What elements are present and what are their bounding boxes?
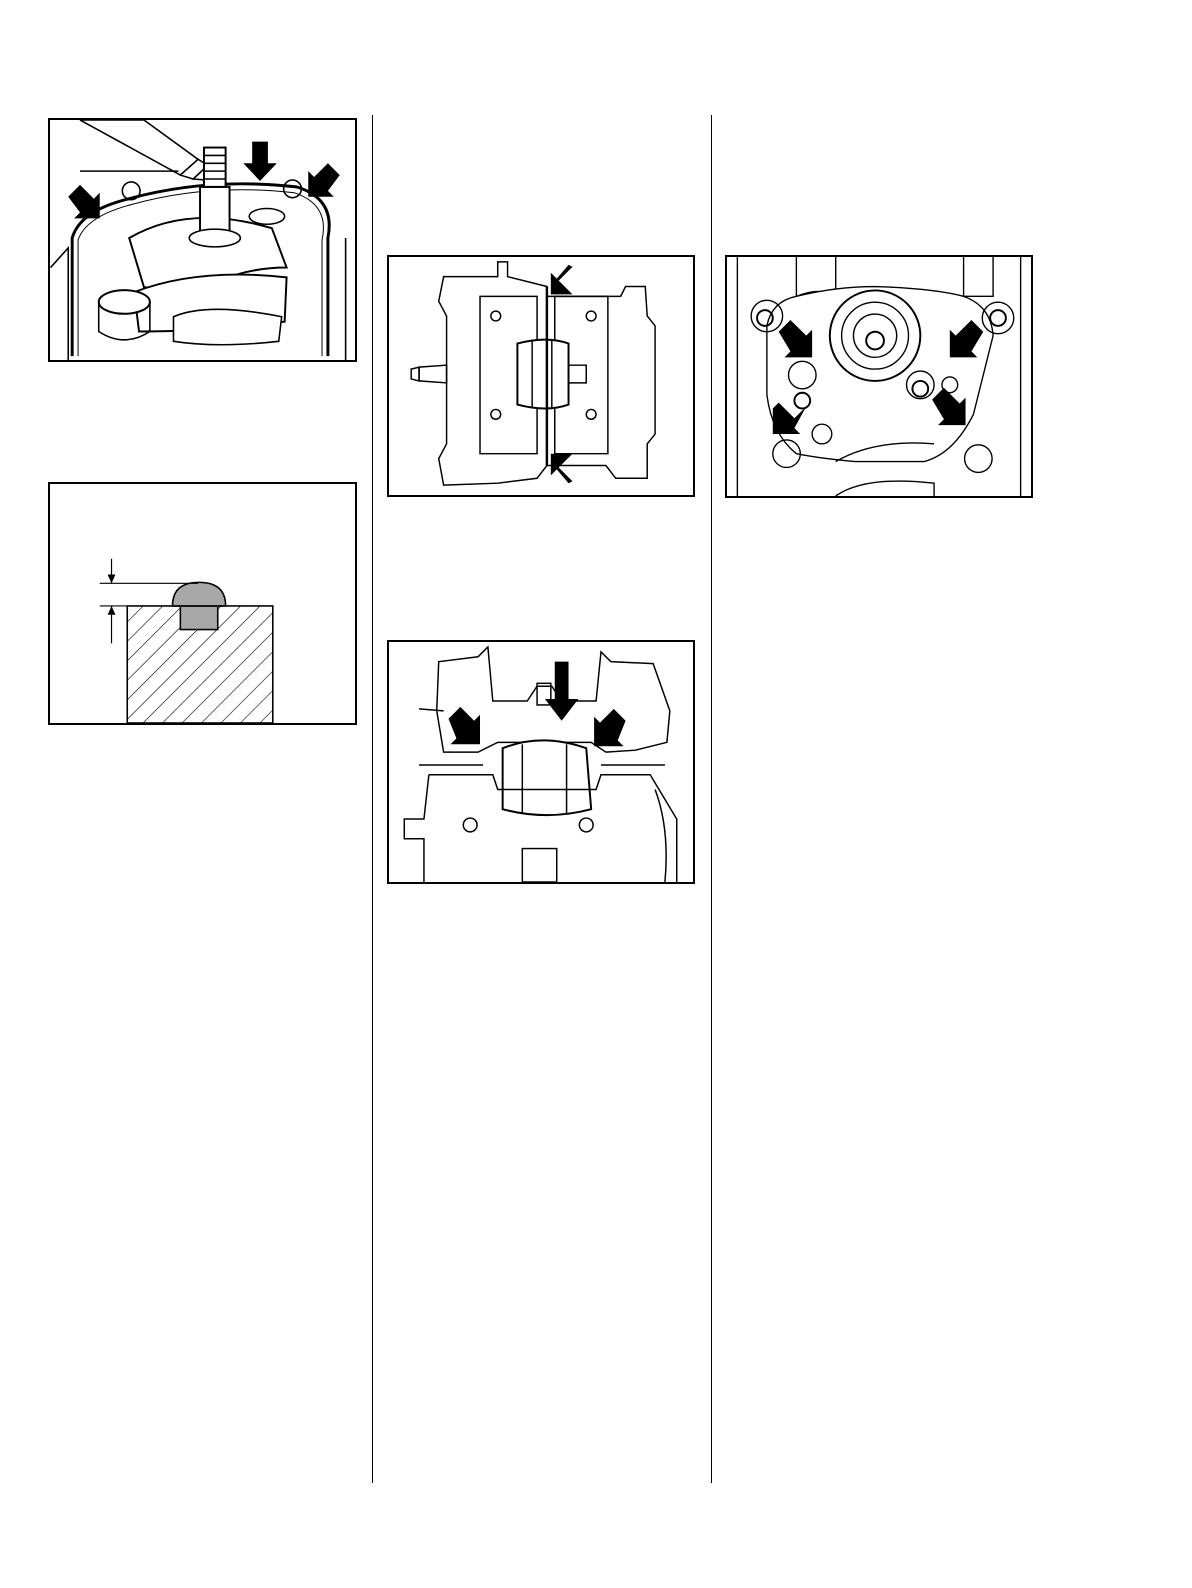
crankcase-screws-illustration — [727, 257, 1031, 496]
fig-crankcase-halves-assembly — [387, 640, 695, 884]
fig-crankshaft-sealant — [48, 118, 357, 362]
column-divider-right — [711, 115, 712, 1483]
fig-sealant-bead-profile — [48, 482, 357, 725]
sealant-bead-cross-section-diagram — [50, 484, 355, 723]
crankshaft-sealant-illustration — [50, 120, 355, 360]
column-divider-left — [372, 115, 373, 1483]
fig-crankcase-top-view — [387, 255, 695, 497]
crankcase-top-view-illustration — [389, 257, 693, 495]
fig-crankcase-screws — [725, 255, 1033, 498]
crankcase-halves-assembly-illustration — [389, 642, 693, 882]
